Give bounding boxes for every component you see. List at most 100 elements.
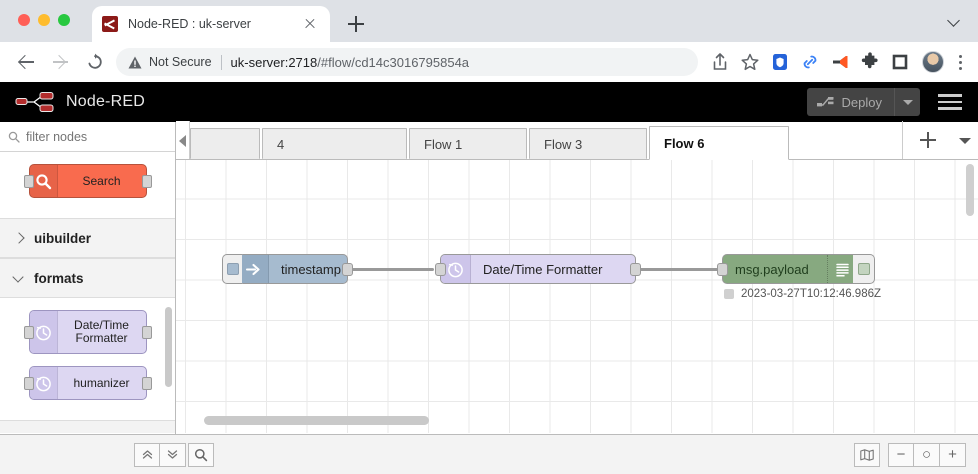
palette-category-label: smarthome	[34, 433, 107, 434]
maximize-window-button[interactable]	[58, 14, 70, 26]
expand-all-button[interactable]	[160, 442, 186, 467]
reload-icon[interactable]	[78, 45, 112, 79]
node-palette: Search uibuilder formats	[0, 122, 176, 434]
collapse-all-button[interactable]	[134, 442, 160, 467]
palette-filter[interactable]	[0, 122, 175, 152]
clock-icon	[29, 311, 58, 353]
node-input-port[interactable]	[717, 263, 728, 276]
navigator-map-icon	[860, 448, 874, 461]
node-status-label: 2023-03-27T10:12:46.986Z	[741, 288, 882, 300]
deploy-button-main[interactable]: Deploy	[807, 88, 894, 116]
flow-list-menu-button[interactable]	[952, 121, 978, 159]
square-extension-icon[interactable]	[886, 48, 914, 76]
flow-tab-flow-6[interactable]: Flow 6	[649, 126, 789, 160]
flow-node-label: Date/Time Formatter	[483, 261, 603, 277]
window-traffic-lights	[18, 14, 70, 26]
new-tab-button[interactable]	[344, 12, 368, 36]
canvas-vertical-scrollbar[interactable]	[966, 164, 974, 216]
palette-category-formats[interactable]: formats	[0, 258, 175, 298]
node-output-port[interactable]	[141, 175, 152, 188]
flow-tabbar: 2 4 Flow 1 Flow 3 Flow 6	[176, 121, 978, 160]
node-output-port[interactable]	[141, 326, 152, 339]
forward-arrow-icon[interactable]	[44, 45, 78, 79]
zoom-in-label: +	[948, 446, 957, 463]
flow-tab-label: Flow 3	[544, 136, 583, 152]
not-secure-warning-icon	[128, 56, 142, 68]
inject-trigger-button[interactable]	[222, 254, 242, 284]
palette-node-search[interactable]: Search	[23, 164, 152, 198]
canvas-view-controls: − ○ +	[854, 442, 966, 467]
node-input-port[interactable]	[23, 377, 34, 390]
tab-scroll-left-button[interactable]	[176, 121, 190, 159]
clock-icon	[441, 255, 471, 283]
browser-tab[interactable]: Node-RED : uk-server	[92, 6, 330, 42]
palette-scroll-area: Search uibuilder formats	[0, 152, 175, 433]
palette-node-datetime-formatter[interactable]: Date/Time Formatter	[23, 310, 152, 354]
node-output-port[interactable]	[342, 263, 353, 276]
node-input-port[interactable]	[23, 175, 34, 188]
close-window-button[interactable]	[18, 14, 30, 26]
zoom-reset-button[interactable]: ○	[914, 442, 940, 467]
canvas-horizontal-scrollbar[interactable]	[204, 416, 429, 425]
filter-nodes-input[interactable]	[26, 129, 167, 144]
palette-scrollbar[interactable]	[165, 307, 172, 387]
inject-arrow-icon	[239, 255, 269, 283]
node-output-port[interactable]	[141, 377, 152, 390]
puzzle-extension-icon[interactable]	[856, 48, 884, 76]
address-bar[interactable]: Not Secure uk-server:2718/#flow/cd14c301…	[116, 48, 698, 76]
deploy-button[interactable]: Deploy	[806, 88, 920, 116]
navigator-button[interactable]	[854, 442, 880, 467]
zoom-out-label: −	[896, 446, 906, 463]
flow-node-debug[interactable]: msg.payload	[717, 254, 875, 284]
flow-canvas[interactable]: timestamp Date/Time Formatter	[176, 160, 978, 433]
megaphone-icon[interactable]	[826, 48, 854, 76]
browser-tab-title: Node-RED : uk-server	[128, 17, 251, 31]
avatar[interactable]	[922, 51, 944, 73]
url-host: uk-server:2718	[230, 54, 318, 70]
shield-extension-icon[interactable]	[766, 48, 794, 76]
link-icon[interactable]	[796, 48, 824, 76]
node-input-port[interactable]	[435, 263, 446, 276]
chevron-right-icon	[12, 231, 26, 245]
minimize-window-button[interactable]	[38, 14, 50, 26]
flow-node-datetime-formatter[interactable]: Date/Time Formatter	[435, 254, 641, 284]
flow-tab-flow-1[interactable]: Flow 1	[409, 128, 527, 159]
flow-tab-cut[interactable]: 2	[190, 128, 260, 159]
deploy-button-label: Deploy	[841, 94, 882, 110]
zoom-reset-label: ○	[921, 446, 932, 463]
node-output-port[interactable]	[630, 263, 641, 276]
search-icon	[194, 448, 208, 461]
flow-node-label: msg.payload	[735, 261, 809, 277]
add-flow-button[interactable]	[902, 121, 952, 159]
hamburger-menu-icon[interactable]	[938, 91, 962, 113]
zoom-in-button[interactable]: +	[940, 442, 966, 467]
flow-tab-label: 4	[277, 136, 285, 152]
wire-formatter-to-debug	[635, 268, 724, 271]
palette-search-controls	[188, 442, 214, 467]
palette-node-humanizer[interactable]: humanizer	[23, 366, 152, 400]
flow-tab-4[interactable]: 4	[262, 128, 407, 159]
palette-category-uibuilder[interactable]: uibuilder	[0, 218, 175, 258]
security-status-label: Not Secure	[149, 55, 212, 69]
omnibox-divider	[220, 54, 222, 70]
search-button[interactable]	[188, 442, 214, 467]
browser-toolbar: Not Secure uk-server:2718/#flow/cd14c301…	[0, 42, 978, 82]
collapse-all-icon	[142, 450, 152, 459]
node-input-port[interactable]	[23, 326, 34, 339]
kebab-menu-icon[interactable]	[950, 50, 970, 74]
share-icon[interactable]	[706, 48, 734, 76]
flow-node-timestamp[interactable]: timestamp	[222, 254, 353, 284]
status-indicator-icon	[724, 289, 734, 299]
bookmark-star-icon[interactable]	[736, 48, 764, 76]
palette-category-smarthome[interactable]: smarthome	[0, 420, 175, 433]
deploy-dropdown-button[interactable]	[894, 88, 920, 116]
back-arrow-icon[interactable]	[10, 45, 44, 79]
chevron-down-icon[interactable]	[948, 14, 962, 28]
expand-all-icon	[167, 450, 178, 459]
debug-toggle-button[interactable]	[853, 254, 875, 284]
zoom-out-button[interactable]: −	[888, 442, 914, 467]
flow-tab-flow-3[interactable]: Flow 3	[529, 128, 647, 159]
close-icon[interactable]	[300, 14, 320, 34]
palette-node-label: Date/Time Formatter	[74, 318, 129, 345]
